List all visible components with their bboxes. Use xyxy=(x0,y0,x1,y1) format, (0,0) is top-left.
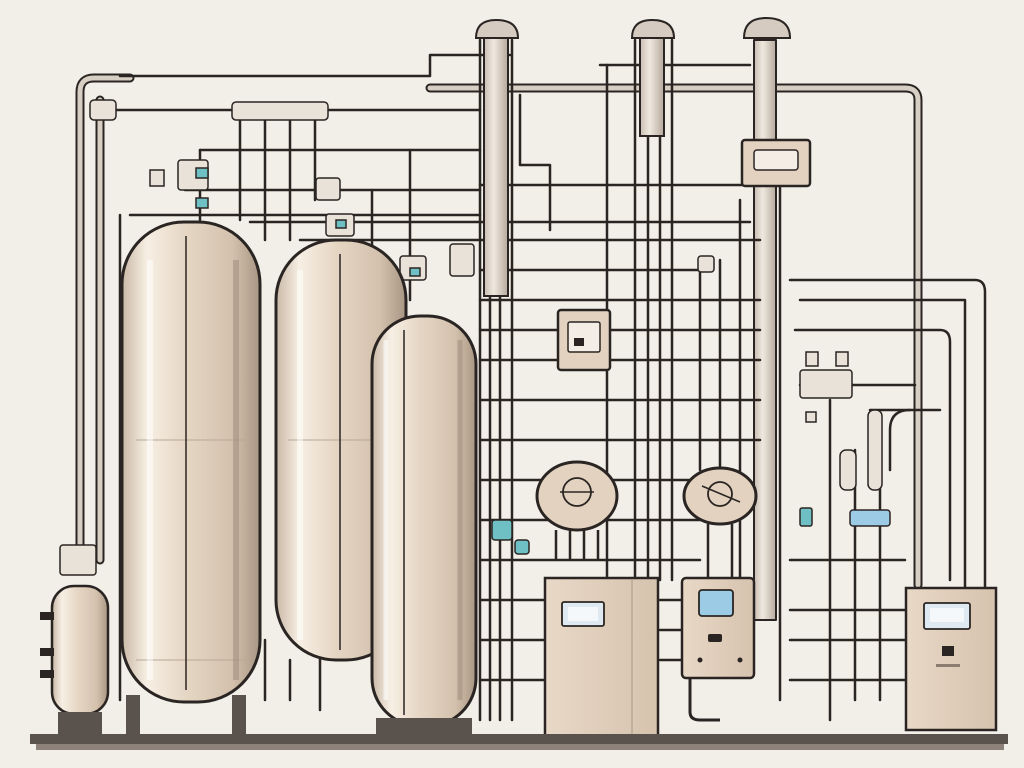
round-gauge xyxy=(682,466,758,580)
large-tank xyxy=(370,314,478,736)
control-cabinet xyxy=(904,586,998,732)
small-tank xyxy=(40,584,110,734)
large-tank xyxy=(120,220,262,735)
wall-panel xyxy=(556,308,612,372)
wall-panel xyxy=(740,138,812,188)
vent-stack xyxy=(742,16,792,39)
control-cabinet xyxy=(543,576,660,738)
round-gauge xyxy=(535,460,619,560)
fittings xyxy=(59,99,891,679)
control-cabinet xyxy=(680,576,756,722)
vent-stack xyxy=(474,18,520,297)
vent-stack xyxy=(630,18,676,137)
vent-stacks xyxy=(474,16,792,297)
floor xyxy=(30,734,1008,750)
